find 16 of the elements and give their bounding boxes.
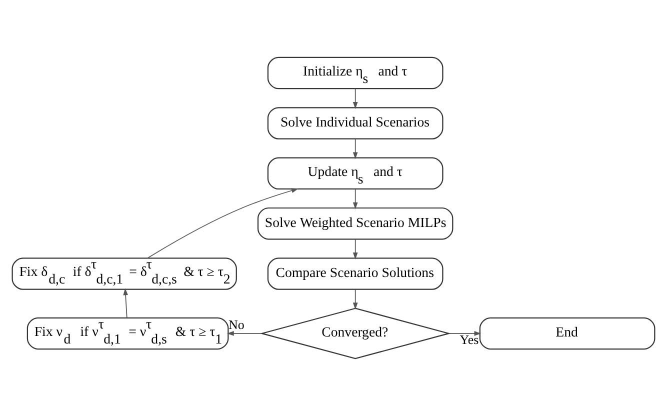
node-box: End [479, 316, 656, 350]
arrow [123, 288, 128, 318]
arrow [352, 238, 358, 259]
arrow [147, 188, 298, 258]
node-diamond: Converged? [260, 307, 451, 359]
arrow [226, 330, 262, 336]
arrow [352, 138, 358, 159]
node-box: Compare Scenario Solutions [267, 257, 444, 290]
node-box: Solve Individual Scenarios [267, 106, 444, 139]
node-box: Solve Weighted Scenario MILPs [257, 206, 454, 240]
edge-label: Yes [460, 331, 479, 346]
arrow [352, 288, 358, 310]
arrow [352, 188, 358, 209]
arrow [352, 88, 358, 108]
arrow [448, 330, 482, 336]
edge-label: No [228, 316, 244, 332]
